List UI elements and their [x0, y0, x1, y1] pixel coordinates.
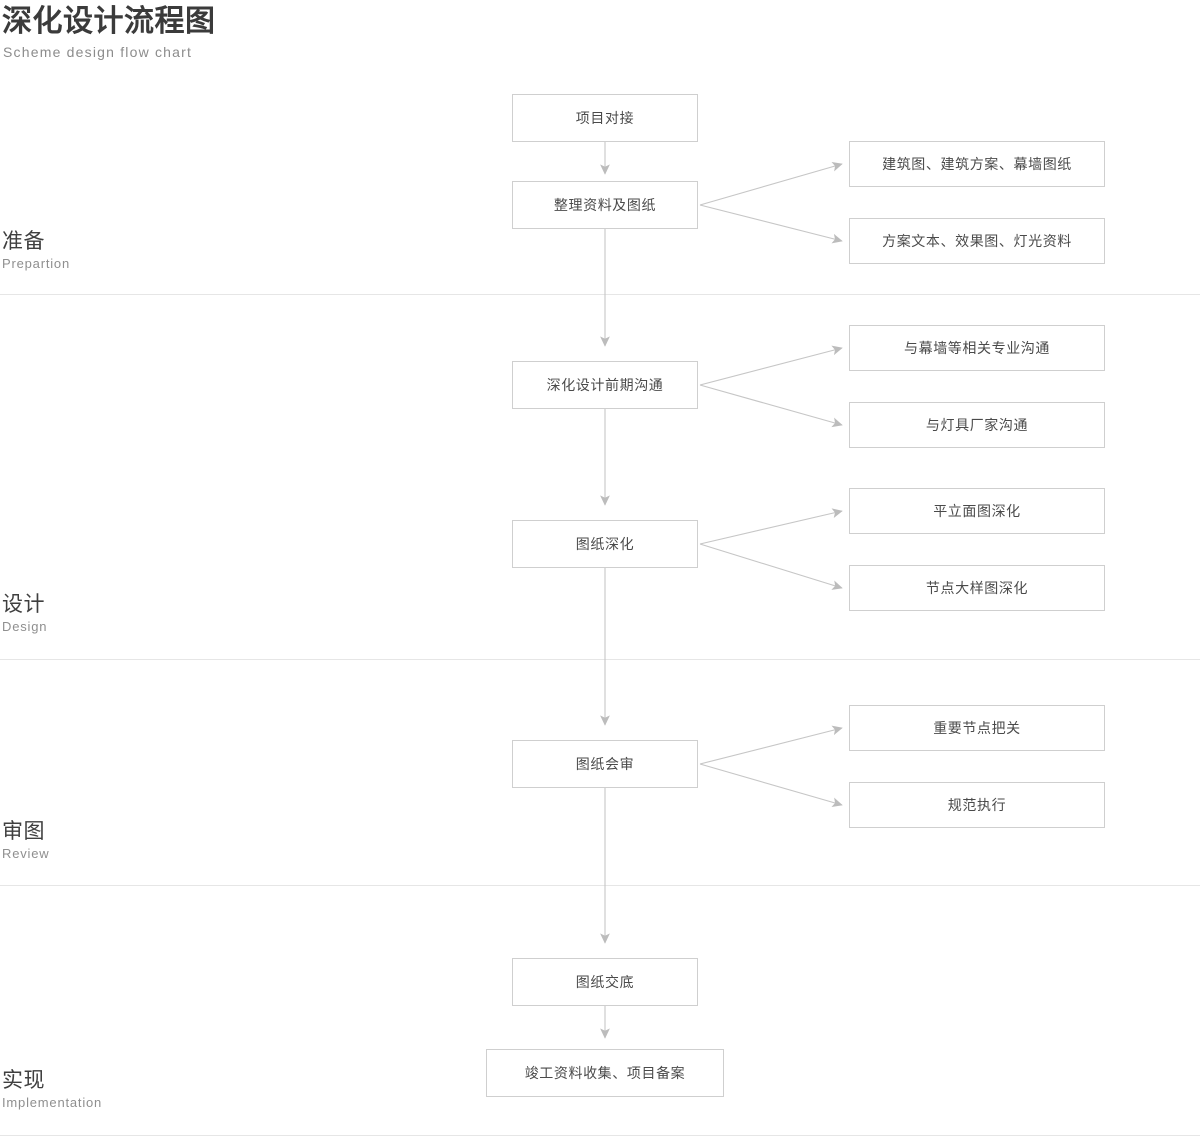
stage-label-design-zh: 设计 — [2, 593, 45, 616]
page-title: 深化设计流程图 — [2, 5, 216, 38]
flow-node-project-docking[interactable]: 项目对接 — [512, 94, 698, 142]
section-divider-design — [0, 659, 1200, 660]
stage-label-review-en: Review — [2, 846, 50, 861]
arrow-branch-1 — [699, 161, 843, 206]
arrow-branch-3 — [699, 345, 843, 386]
branch-node-scheme-text[interactable]: 方案文本、效果图、灯光资料 — [849, 218, 1105, 264]
branch-node-curtain-wall-comms[interactable]: 与幕墙等相关专业沟通 — [849, 325, 1105, 371]
flow-node-early-communication[interactable]: 深化设计前期沟通 — [512, 361, 698, 409]
branch-node-architectural-drawings[interactable]: 建筑图、建筑方案、幕墙图纸 — [849, 141, 1105, 187]
flow-node-organize-materials[interactable]: 整理资料及图纸 — [512, 181, 698, 229]
arrow-branch-5 — [699, 508, 843, 545]
stage-label-implementation: 实现 Implementation — [2, 1068, 102, 1111]
arrow-branch-8 — [699, 763, 843, 808]
branch-node-lamp-factory-comms[interactable]: 与灯具厂家沟通 — [849, 402, 1105, 448]
flow-node-drawing-handover[interactable]: 图纸交底 — [512, 958, 698, 1006]
branch-node-plan-elevation[interactable]: 平立面图深化 — [849, 488, 1105, 534]
stage-label-implementation-zh: 实现 — [2, 1069, 45, 1092]
page-subtitle: Scheme design flow chart — [3, 44, 193, 60]
stage-label-design: 设计 Design — [2, 592, 47, 635]
section-divider-review — [0, 885, 1200, 886]
arrow-branch-4 — [699, 384, 843, 428]
stage-label-preparation: 准备 Prepartion — [2, 229, 70, 272]
branch-node-node-detail[interactable]: 节点大样图深化 — [849, 565, 1105, 611]
arrow-branch-2 — [699, 204, 843, 244]
stage-label-review-zh: 审图 — [2, 820, 45, 843]
branch-node-key-node-control[interactable]: 重要节点把关 — [849, 705, 1105, 751]
stage-label-implementation-en: Implementation — [2, 1095, 103, 1110]
stage-label-review: 审图 Review — [2, 819, 49, 862]
stage-label-preparation-zh: 准备 — [2, 230, 45, 253]
section-divider-bottom — [0, 1135, 1200, 1136]
flow-node-drawing-deepening[interactable]: 图纸深化 — [512, 520, 698, 568]
arrow-branch-6 — [699, 543, 843, 590]
stage-label-preparation-en: Prepartion — [2, 256, 70, 271]
branch-node-standard-execution[interactable]: 规范执行 — [849, 782, 1105, 828]
stage-label-design-en: Design — [2, 619, 48, 634]
flow-node-completion-filing[interactable]: 竣工资料收集、项目备案 — [486, 1049, 724, 1097]
section-divider-preparation — [0, 294, 1200, 295]
flow-node-drawing-review[interactable]: 图纸会审 — [512, 740, 698, 788]
arrow-branch-7 — [699, 725, 843, 765]
